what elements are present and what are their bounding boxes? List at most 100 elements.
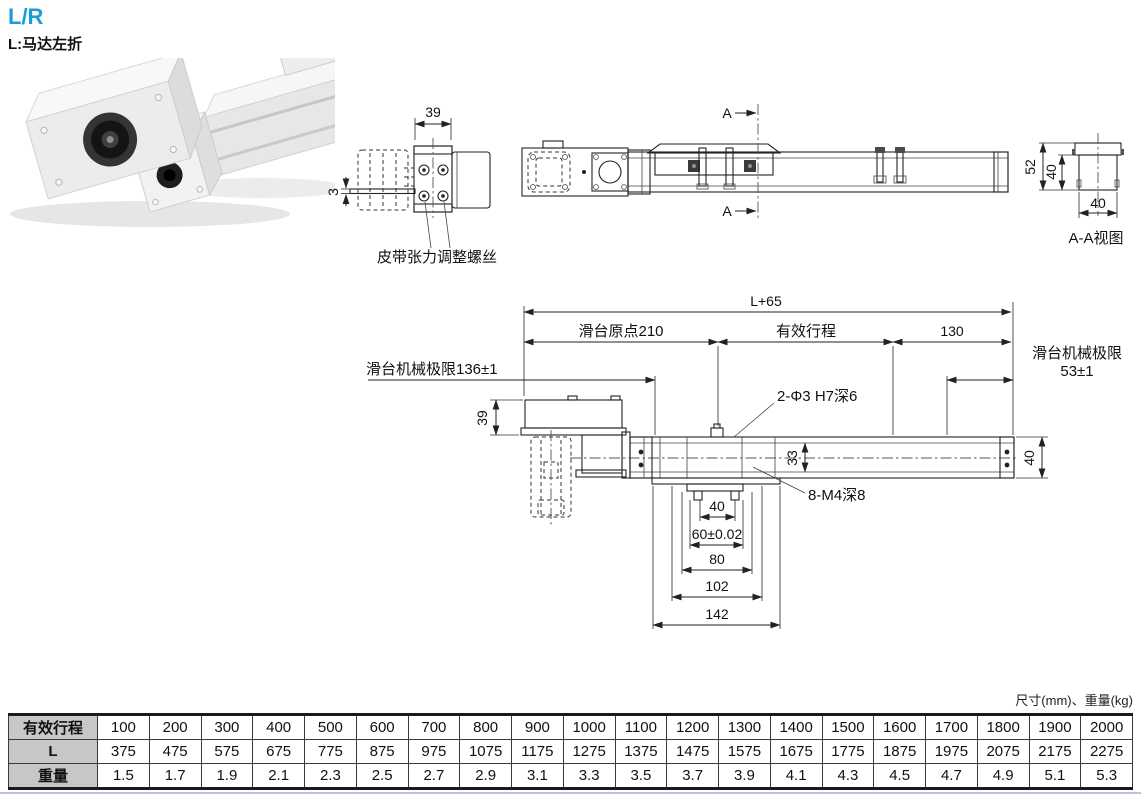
spec-cell: 1900	[1028, 714, 1082, 740]
dim-motor-width: 39	[414, 104, 452, 140]
dim-p142-label: 142	[705, 606, 729, 622]
section-marker-bottom: A	[722, 203, 732, 219]
front-view: 39 3 皮带张力调整螺丝	[325, 104, 497, 266]
hidden-motor-outline	[357, 149, 409, 211]
carriage-side	[646, 143, 782, 190]
row-header: L	[8, 739, 98, 764]
fold-bracket	[581, 434, 623, 474]
spec-cell: 1675	[769, 739, 823, 764]
outline-view: L+65 滑台原点210 有效行程 130 滑台机械极限 53±1	[366, 293, 1122, 629]
belt-tension-label: 皮带张力调整螺丝	[377, 249, 497, 266]
tap-holes-callout: 8-M4深8	[752, 466, 866, 504]
spec-cell: 1500	[821, 714, 875, 740]
dim-section-52: 52	[1022, 142, 1079, 191]
dim-52-label: 52	[1022, 159, 1038, 175]
page-title: L/R	[8, 4, 44, 29]
dim-home: 滑台原点210	[523, 323, 719, 346]
spec-cell: 3.5	[614, 763, 668, 789]
spec-cell: 4.7	[925, 763, 978, 789]
spec-cell: 1575	[718, 739, 771, 764]
spec-cell: 1400	[769, 714, 823, 740]
dim-limit-right: 滑台机械极限 53±1	[946, 345, 1122, 384]
dim-rail-height: 40	[1016, 436, 1048, 479]
dim-section-40w: 40	[1078, 192, 1118, 218]
bottom-plate	[651, 477, 781, 485]
spec-cell: 1.5	[97, 763, 150, 789]
dim-slot: 33	[784, 442, 809, 473]
spec-cell: 600	[355, 714, 409, 740]
dim-39-label: 39	[425, 104, 441, 120]
dim-limit-left: 滑台机械极限136±1	[366, 361, 656, 384]
spec-cell: 775	[304, 739, 357, 764]
spec-cell: 3.1	[511, 763, 564, 789]
photo-motor-housing	[25, 58, 203, 200]
spec-cell: 4.9	[976, 763, 1030, 789]
spec-cell: 2.7	[407, 763, 461, 789]
top-stud	[710, 427, 724, 438]
dim-40h-label: 40	[1043, 164, 1059, 180]
dim-p80-label: 80	[709, 551, 725, 567]
section-marker-top: A	[722, 105, 732, 121]
spec-cell: 1.9	[200, 763, 254, 789]
limit-right-label-2: 53±1	[1060, 363, 1093, 380]
spec-cell: 1300	[718, 714, 771, 740]
tap-holes-label: 8-M4深8	[808, 487, 866, 504]
dim-p60-label: 60±0.02	[692, 526, 743, 542]
dim-p102-label: 102	[705, 578, 729, 594]
dim-overall: L+65	[523, 293, 1012, 316]
spec-cell: 5.1	[1028, 763, 1082, 789]
dim-pitch-stack: 40 60±0.02 80 102 142	[652, 486, 781, 629]
spec-cell: 2075	[976, 739, 1030, 764]
dim-33-label: 33	[784, 450, 800, 466]
dim-39b-label: 39	[474, 410, 490, 426]
spec-cell: 1975	[925, 739, 978, 764]
page-subtitle: L:马达左折	[8, 36, 83, 53]
spec-cell: 3.3	[562, 763, 616, 789]
spec-cell: 975	[407, 739, 461, 764]
spec-cell: 800	[459, 714, 512, 740]
spec-cell: 400	[252, 714, 305, 740]
spec-cell: 1700	[925, 714, 978, 740]
spec-cell: 1100	[614, 714, 668, 740]
dim-stroke-label: 有效行程	[776, 323, 836, 340]
dim-home-label: 滑台原点210	[578, 323, 663, 340]
spec-cell: 2175	[1028, 739, 1082, 764]
spec-cell: 2000	[1080, 714, 1133, 740]
product-photo	[10, 58, 335, 227]
spec-cell: 1600	[873, 714, 926, 740]
dim-130-label: 130	[940, 323, 964, 339]
spec-cell: 4.5	[873, 763, 926, 789]
dim-40r-label: 40	[1021, 450, 1037, 466]
spec-cell: 575	[200, 739, 254, 764]
spec-cell: 875	[355, 739, 409, 764]
spec-cell: 375	[97, 739, 150, 764]
dim-l65-label: L+65	[750, 293, 782, 309]
spec-cell: 2.3	[304, 763, 357, 789]
spec-cell: 1800	[976, 714, 1030, 740]
spec-cell: 5.3	[1080, 763, 1133, 789]
spec-cell: 1775	[821, 739, 875, 764]
limit-left-label: 滑台机械极限136±1	[366, 361, 498, 378]
bracket-screws	[418, 164, 449, 202]
spec-cell: 3.7	[666, 763, 719, 789]
units-note: 尺寸(mm)、重量(kg)	[1015, 693, 1133, 708]
spec-cell: 1475	[666, 739, 719, 764]
spec-cell: 2.1	[252, 763, 305, 789]
spec-cell: 2.9	[459, 763, 512, 789]
spec-cell: 4.1	[769, 763, 823, 789]
hidden-motor	[527, 151, 571, 193]
belt-tension-callout: 皮带张力调整螺丝	[377, 201, 497, 266]
side-view: A A	[521, 104, 1009, 221]
dim-right-end: 130	[892, 323, 1012, 346]
spec-cell: 900	[511, 714, 564, 740]
motor-side-plate	[521, 147, 629, 197]
dim-3-label: 3	[325, 188, 341, 196]
slider-block	[524, 399, 623, 429]
dim-p40-label: 40	[709, 498, 725, 514]
section-view: 52 40 40 A-A视图	[1022, 133, 1124, 247]
